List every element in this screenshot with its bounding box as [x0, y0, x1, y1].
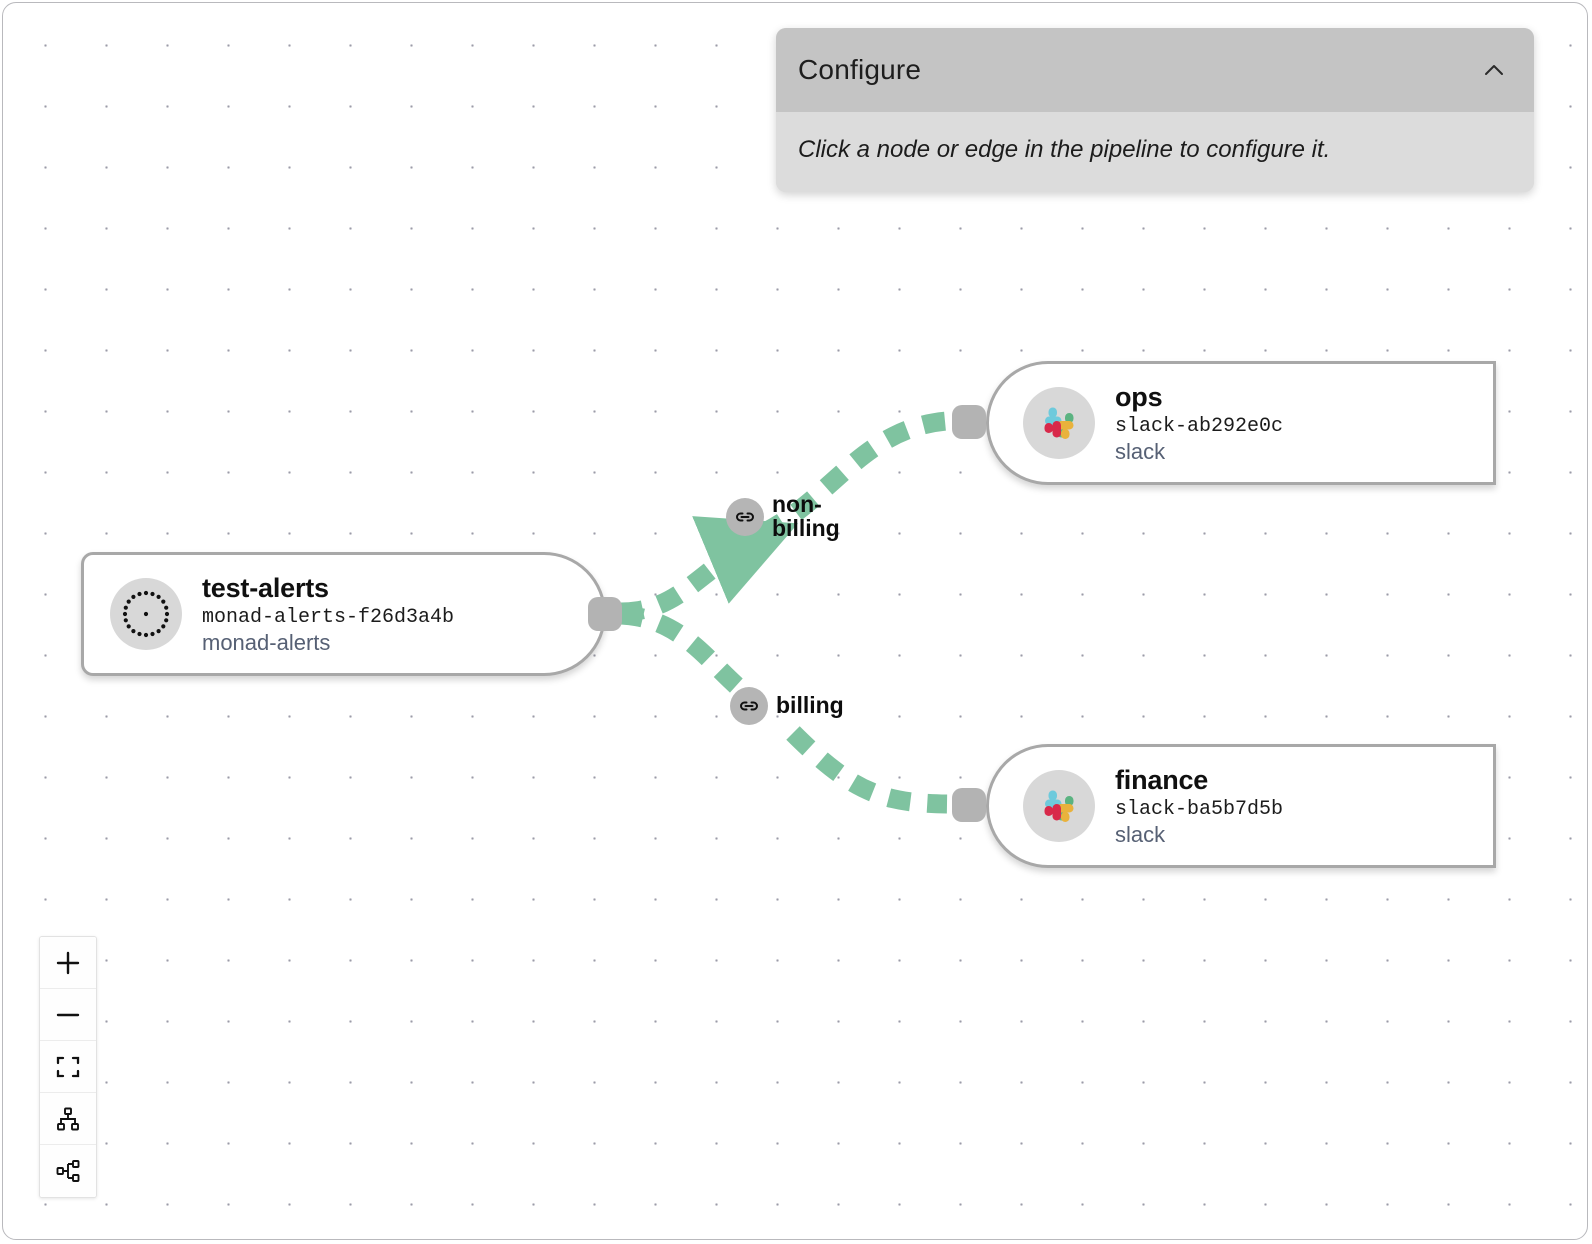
input-handle-finance[interactable] — [952, 788, 986, 822]
node-text: ops slack-ab292e0c slack — [1115, 383, 1283, 464]
slack-icon — [1023, 387, 1095, 459]
edge-label-non-billing[interactable]: non-billing — [726, 491, 850, 541]
monad-alerts-icon — [110, 578, 182, 650]
configure-hint-text: Click a node or edge in the pipeline to … — [798, 136, 1331, 163]
node-identifier: slack-ab292e0c — [1115, 414, 1284, 438]
fit-view-button[interactable] — [40, 1041, 96, 1093]
canvas-controls — [39, 936, 97, 1198]
layout-horizontal-button[interactable] — [40, 1145, 96, 1197]
node-title: ops — [1115, 381, 1163, 412]
configure-panel-body: Click a node or edge in the pipeline to … — [776, 112, 1534, 192]
node-title: test-alerts — [202, 572, 329, 603]
node-ops[interactable]: ops slack-ab292e0c slack — [986, 361, 1496, 485]
node-type: monad-alerts — [202, 629, 331, 655]
node-identifier: slack-ba5b7d5b — [1115, 797, 1284, 821]
node-type: slack — [1115, 438, 1166, 464]
node-text: finance slack-ba5b7d5b slack — [1115, 766, 1283, 847]
zoom-in-button[interactable] — [40, 937, 96, 989]
node-identifier: monad-alerts-f26d3a4b — [202, 605, 455, 629]
minus-icon — [56, 1013, 80, 1016]
node-text: test-alerts monad-alerts-f26d3a4b monad-… — [202, 574, 454, 655]
layout-vertical-button[interactable] — [40, 1093, 96, 1145]
edge-label-billing[interactable]: billing — [730, 687, 844, 725]
node-type: slack — [1115, 821, 1166, 847]
edge-path-billing-lower[interactable] — [786, 726, 948, 814]
edge-path-billing[interactable] — [620, 605, 752, 701]
fit-view-icon — [56, 1056, 80, 1077]
node-test-alerts[interactable]: test-alerts monad-alerts-f26d3a4b monad-… — [81, 552, 606, 676]
hierarchy-vertical-icon — [57, 1107, 79, 1130]
hierarchy-horizontal-icon — [56, 1160, 80, 1182]
input-handle-ops[interactable] — [952, 405, 986, 439]
output-handle-test-alerts[interactable] — [588, 597, 622, 631]
link-icon — [726, 497, 764, 536]
configure-panel: Configure Click a node or edge in the pi… — [776, 28, 1534, 192]
plus-icon — [56, 951, 80, 974]
node-title: finance — [1115, 764, 1209, 795]
edge-path-non-billing[interactable] — [620, 516, 799, 622]
link-icon — [730, 687, 768, 725]
configure-panel-header[interactable]: Configure — [776, 28, 1534, 112]
slack-icon — [1023, 770, 1095, 842]
edge-label-text: non-billing — [772, 491, 840, 541]
node-finance[interactable]: finance slack-ba5b7d5b slack — [986, 744, 1496, 868]
zoom-out-button[interactable] — [40, 989, 96, 1041]
chevron-up-icon[interactable] — [1480, 56, 1508, 84]
edge-label-text: billing — [776, 692, 844, 719]
configure-panel-title: Configure — [798, 54, 922, 85]
